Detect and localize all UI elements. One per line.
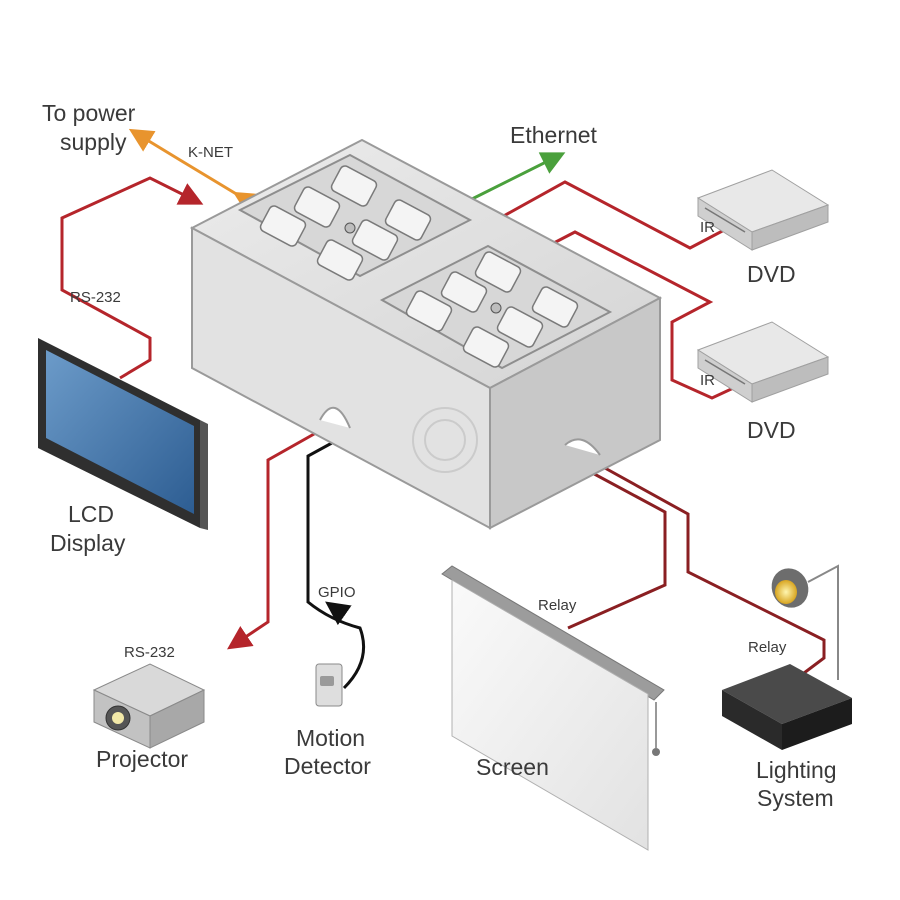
label-ir-bottom: IR (700, 372, 715, 389)
relay-cable-lighting (575, 450, 826, 678)
keypad-button (462, 326, 510, 368)
label-motion-line1: Motion (296, 725, 365, 751)
watermark-logo (412, 407, 478, 473)
label-power-supply-line1: To power (42, 100, 136, 126)
keypad-button (293, 186, 341, 228)
projection-screen-device (441, 565, 665, 851)
keypad-buttons (259, 165, 579, 368)
keypad-button (474, 251, 522, 293)
label-screen: Screen (476, 754, 549, 780)
keypad-button (316, 239, 364, 281)
lamp-wire (807, 564, 839, 680)
relay-cable-screen (567, 460, 667, 630)
label-rs232-projector: RS-232 (124, 644, 175, 661)
label-relay-screen: Relay (538, 597, 577, 614)
label-lcd-line1: LCD (68, 501, 114, 527)
projector-device (92, 663, 206, 749)
keypad-button (405, 290, 453, 332)
label-lcd-line2: Display (50, 530, 126, 556)
ir-cable-dvd-bottom (547, 230, 743, 400)
label-motion-line2: Detector (284, 753, 371, 779)
lcd-display-device (38, 338, 208, 530)
keypad-button (351, 219, 399, 261)
knet-arrow (128, 128, 260, 215)
keypad-button (496, 306, 544, 348)
rs232-cable-lcd (60, 176, 204, 380)
dvd-player-top (696, 169, 830, 251)
motion-detector-device (315, 663, 343, 707)
keypad-button (330, 165, 378, 207)
keypad-button (440, 271, 488, 313)
control-panel-box (189, 138, 663, 530)
dvd-player-bottom (696, 321, 830, 403)
label-knet: K-NET (188, 144, 233, 161)
label-power-supply-line2: supply (60, 129, 127, 155)
label-projector: Projector (96, 746, 188, 772)
label-ethernet: Ethernet (510, 122, 598, 148)
keypad-sensor (490, 302, 502, 314)
lighting-system-device (722, 664, 852, 750)
label-lighting-line2: System (757, 785, 834, 811)
label-ir-top: IR (700, 219, 715, 236)
gpio-cable (306, 430, 366, 690)
label-lighting-line1: Lighting (756, 757, 837, 783)
keypad-button (531, 286, 579, 328)
label-dvd-bottom: DVD (747, 417, 796, 443)
rs232-cable-projector (227, 423, 331, 650)
label-rs232-lcd: RS-232 (70, 289, 121, 306)
label-gpio: GPIO (318, 584, 356, 601)
keypad-sensor (344, 222, 356, 234)
keypad-button (384, 199, 432, 241)
label-relay-lighting: Relay (748, 639, 787, 656)
ethernet-arrow (469, 152, 566, 202)
lamp-icon (771, 568, 809, 608)
keypad-button (259, 205, 307, 247)
label-dvd-top: DVD (747, 261, 796, 287)
